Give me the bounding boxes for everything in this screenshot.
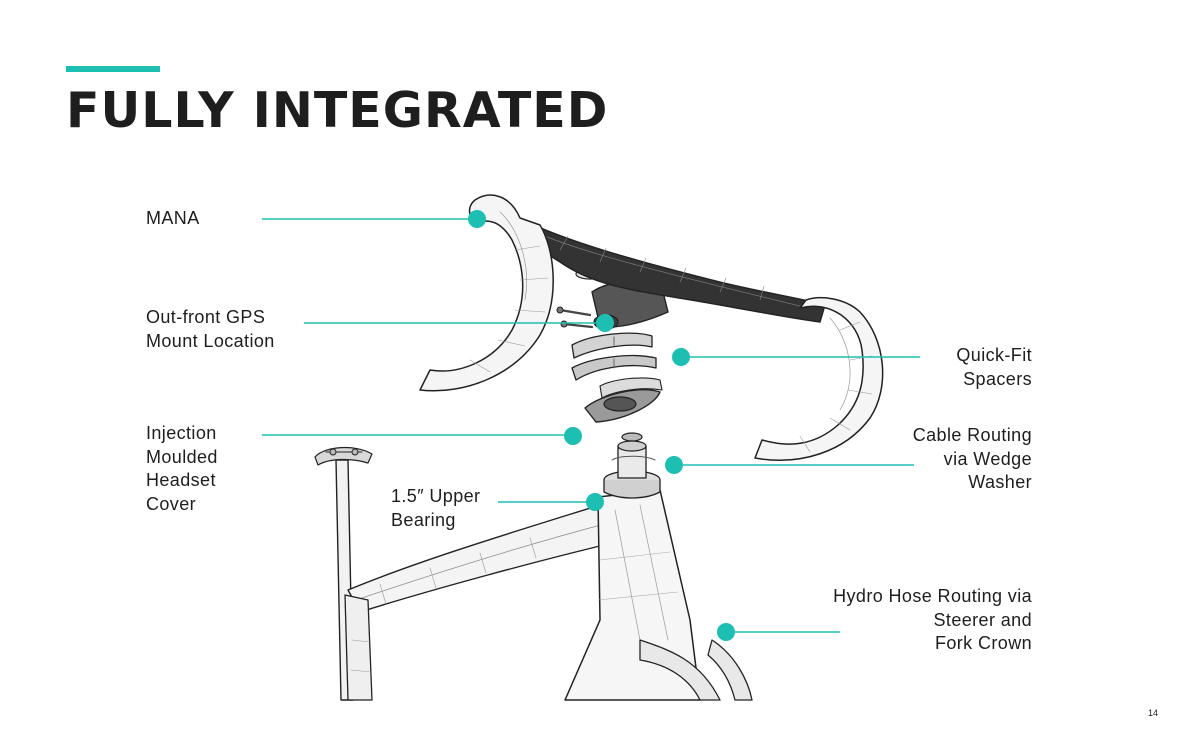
- callout-dot-spacers: [672, 348, 690, 366]
- bike-drawing: [314, 194, 884, 701]
- callout-dot-mana: [468, 210, 486, 228]
- title-accent-bar: [66, 66, 160, 72]
- page-number: 14: [1147, 708, 1158, 718]
- callout-dot-headset-cover: [564, 427, 582, 445]
- callout-label-gps-mount: Out-front GPS Mount Location: [146, 307, 275, 351]
- frame: [344, 489, 753, 701]
- callout-label-cable-routing: Cable Routing via Wedge Washer: [912, 425, 1032, 492]
- callout-leaders: [262, 210, 920, 641]
- callout-label-spacers: Quick-Fit Spacers: [956, 345, 1032, 389]
- callout-dot-hydro-routing: [717, 623, 735, 641]
- handlebar: [419, 194, 884, 461]
- callout-dot-upper-bearing: [586, 493, 604, 511]
- callout-label-upper-bearing: 1.5″ Upper Bearing: [391, 486, 481, 530]
- callout-dot-cable-routing: [665, 456, 683, 474]
- callout-label-hydro-routing: Hydro Hose Routing via Steerer and Fork …: [833, 586, 1032, 653]
- callout-dot-gps-mount: [596, 314, 614, 332]
- page-title: FULLY INTEGRATED: [66, 82, 609, 139]
- callout-label-mana: MANA: [146, 208, 200, 228]
- callout-label-headset-cover: Injection Moulded Headset Cover: [146, 423, 218, 514]
- headset-stack: [556, 268, 663, 499]
